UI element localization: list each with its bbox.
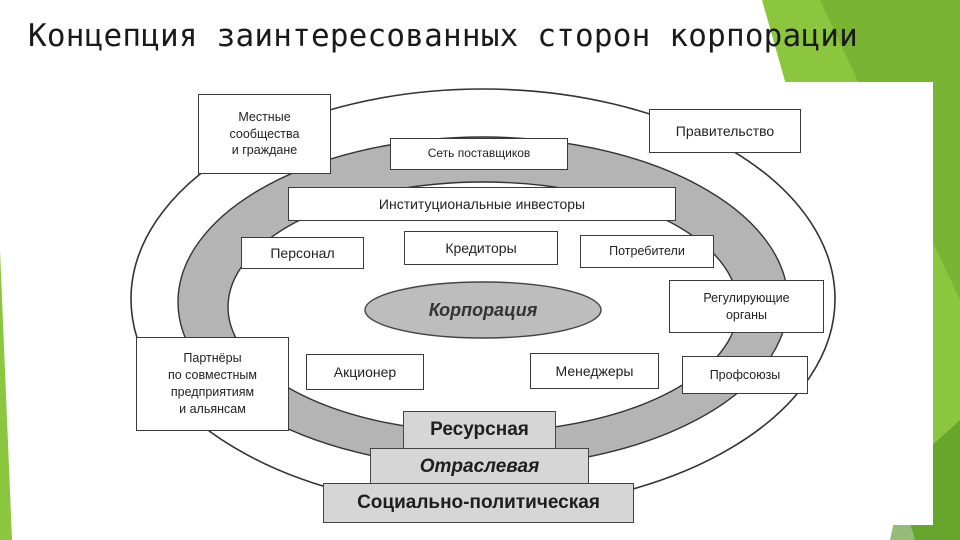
tier-resource: Ресурсная — [403, 411, 556, 449]
government-box: Правительство — [649, 109, 801, 153]
consumers-box: Потребители — [580, 235, 714, 268]
unions-box: Профсоюзы — [682, 356, 808, 394]
corporation-core-ellipse — [364, 281, 602, 339]
tier-industry: Отраслевая — [370, 448, 589, 486]
creditors-box: Кредиторы — [404, 231, 558, 265]
institutional-investors-box: Институциональные инвесторы — [288, 187, 676, 221]
tier-socio-political: Социально-политическая — [323, 483, 634, 523]
partners-box: Партнёры по совместным предприятиям и ал… — [136, 337, 289, 431]
shareholder-box: Акционер — [306, 354, 424, 390]
managers-box: Менеджеры — [530, 353, 659, 389]
corporation-label: Корпорация — [428, 299, 538, 320]
regulators-box: Регулирующие органы — [669, 280, 824, 333]
personnel-box: Персонал — [241, 237, 364, 269]
green-accent-left — [0, 250, 12, 540]
local-communities-box: Местные сообщества и граждане — [198, 94, 331, 174]
suppliers-box: Сеть поставщиков — [390, 138, 568, 170]
slide-title: Концепция заинтересованных сторон корпор… — [28, 18, 858, 54]
